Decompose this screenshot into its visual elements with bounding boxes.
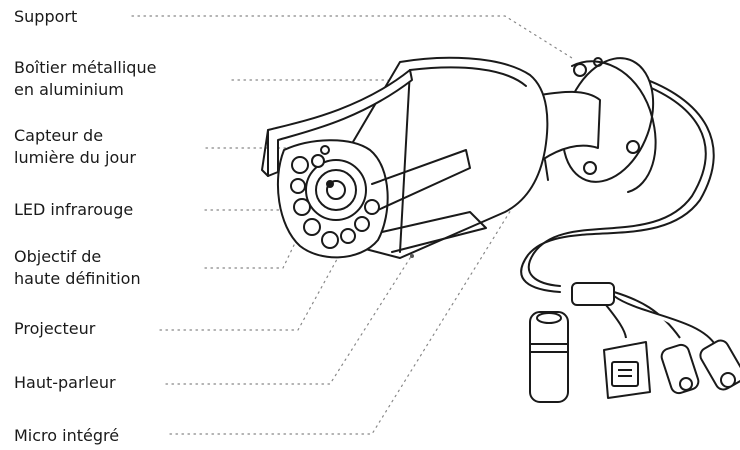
label-housing-line1: Boîtier métallique [14,58,157,77]
label-housing: Boîtier métallique en aluminium [14,57,156,101]
label-spotlight-text: Projecteur [14,319,96,338]
label-lens-line1: Objectif de [14,247,102,266]
label-daylight-line2: lumière du jour [14,148,136,167]
cable-junction [571,282,615,306]
sun-shield [267,69,413,177]
daylight-sensor-dot [320,145,330,155]
camera-body [261,56,715,293]
label-daylight-line1: Capteur de [14,126,104,145]
mount-arm [539,90,601,161]
label-housing-line2: en aluminium [14,80,124,99]
label-support-text: Support [14,7,78,26]
leader-housing [231,79,415,83]
label-microphone: Micro intégré [14,425,119,447]
label-lens-line2: haute définition [14,269,141,288]
label-ir-led-text: LED infrarouge [14,200,134,219]
label-microphone-text: Micro intégré [14,426,120,445]
label-spotlight: Projecteur [14,318,95,340]
ir-leds [290,154,380,249]
waterproof-cap [529,311,569,403]
label-lens: Objectif de haute définition [14,246,141,290]
label-speaker-text: Haut-parleur [14,373,116,392]
leader-support [131,15,573,59]
connectors [529,282,740,403]
cable [520,73,715,293]
label-ir-led: LED infrarouge [14,199,133,221]
label-daylight-sensor: Capteur de lumière du jour [14,125,136,169]
lens-group [305,145,367,221]
label-speaker: Haut-parleur [14,372,116,394]
leader-spotlight [159,231,353,331]
label-support: Support [14,6,77,28]
leader-mic [169,204,515,435]
leader-speaker [165,254,413,385]
